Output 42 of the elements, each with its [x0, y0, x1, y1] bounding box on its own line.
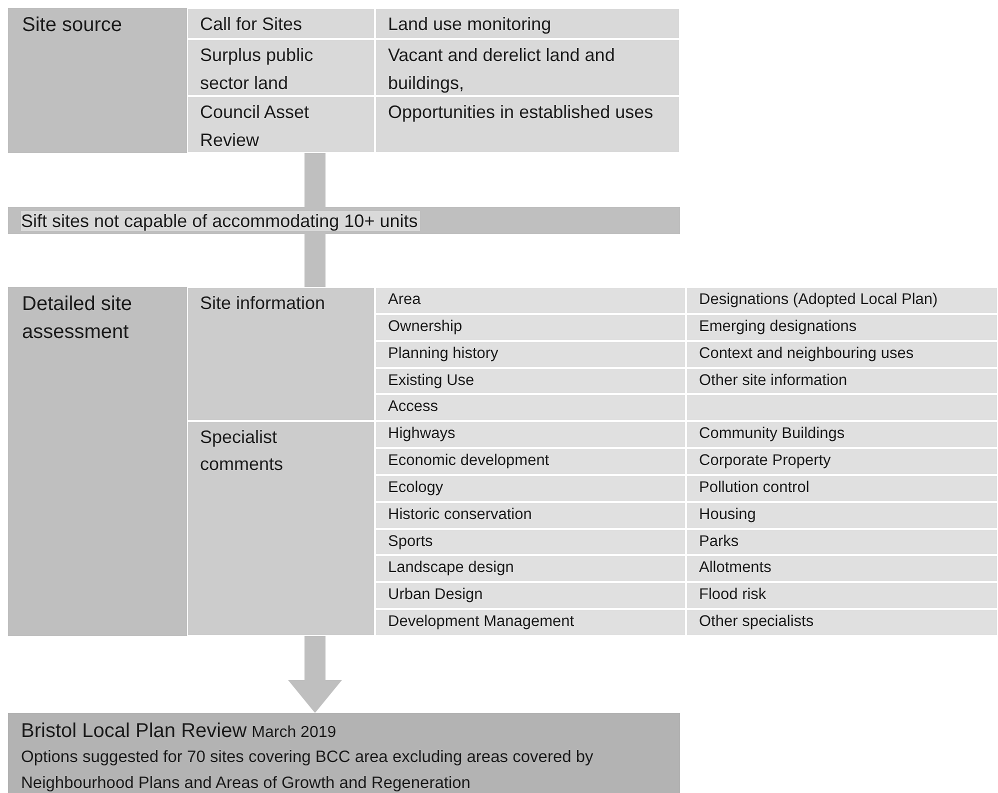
band-text: Sift sites not capable of accommodating 10+ units [21, 211, 420, 231]
table-cell: Ecology [375, 474, 686, 502]
table-cell: Opportunities in established uses [375, 96, 680, 153]
table-cell: Historic conservation [375, 502, 686, 529]
flow-arrow [288, 636, 342, 713]
table-cell: Other specialists [686, 609, 998, 636]
table-cell: Designations (Adopted Local Plan) [686, 287, 998, 314]
table-cell: Housing [686, 502, 998, 529]
table-cell: Ownership [375, 314, 686, 341]
table-cell: Pollution control [686, 474, 998, 502]
table-cell: Landscape design [375, 555, 686, 582]
table-cell: Economic development [375, 448, 686, 475]
result-title: Bristol Local Plan Review [21, 720, 247, 742]
table-cell: Planning history [375, 340, 686, 368]
table-block [8, 287, 998, 636]
table-cell: Urban Design [375, 582, 686, 610]
table-cell: Highways [375, 421, 686, 448]
table-block [8, 8, 680, 153]
table-cell: Parks [686, 528, 998, 556]
table-cell: Allotments [686, 555, 998, 582]
table-cell: Flood risk [686, 582, 998, 610]
table-cell: Area [375, 287, 686, 314]
group-cell: Specialist comments [187, 421, 375, 636]
table-cell: Surplus public sector land [187, 39, 375, 96]
table-cell: Development Management [375, 609, 686, 636]
table-cell: Call for Sites [187, 8, 375, 39]
table-cell: Land use monitoring [375, 8, 680, 39]
table-cell: Emerging designations [686, 314, 998, 341]
table-cell: Vacant and derelict land and buildings, [375, 39, 680, 96]
table-cell: Sports [375, 528, 686, 556]
table-cell: Context and neighbouring uses [686, 340, 998, 368]
result-box [8, 713, 680, 793]
table-cell: Access [375, 394, 686, 422]
result-description: Options suggested for 70 sites covering BCC area excluding areas covered by Neighbourhood Plans and Areas of Growth and Regeneration [21, 747, 594, 793]
table-cell: Corporate Property [686, 448, 998, 475]
filter-band [8, 207, 680, 234]
table-cell: Existing Use [375, 368, 686, 394]
result-date: March 2019 [252, 724, 336, 741]
group-cell: Site information [187, 287, 375, 422]
table-cell: Community Buildings [686, 421, 998, 448]
table-cell: Council Asset Review [187, 96, 375, 153]
table-cell: Other site information [686, 368, 998, 394]
